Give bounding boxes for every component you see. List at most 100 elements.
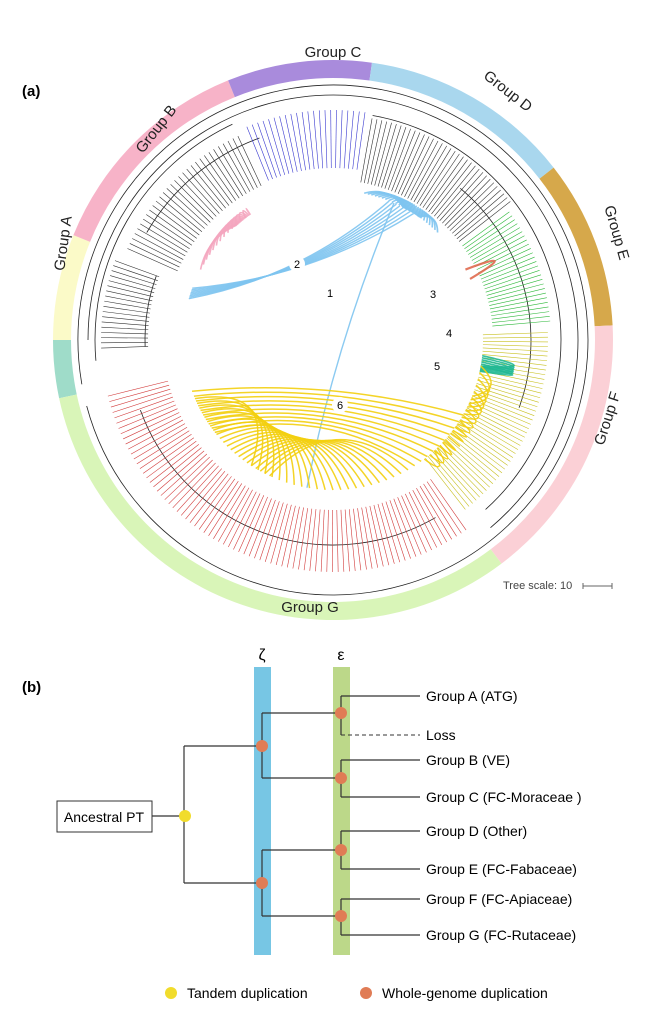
leaf-branch	[370, 121, 388, 185]
duplication-link	[227, 217, 246, 233]
leaf-branch	[213, 485, 246, 539]
leaf-branch	[448, 435, 500, 477]
tree-branch	[77, 84, 589, 596]
leaf-branch	[416, 148, 452, 204]
leaf-branch	[129, 243, 180, 268]
group-g-label: Group G	[281, 599, 339, 616]
leaf-branch	[486, 279, 543, 296]
leaf-group-c: Group C (FC-Moraceae )	[426, 789, 582, 805]
leaf-branch	[408, 491, 438, 548]
leaf-branch	[130, 423, 186, 455]
leaf-branch	[480, 256, 535, 280]
leaf-branch	[168, 459, 213, 505]
leaf-branch	[101, 326, 149, 331]
leaf-branch	[434, 165, 476, 217]
leaf-branch	[427, 455, 470, 507]
duplication-link	[433, 444, 449, 460]
leaf-branch	[478, 376, 542, 394]
leaf-branch	[360, 118, 373, 183]
epsilon-band	[333, 667, 350, 955]
duplication-link	[401, 201, 413, 212]
leaf-branch	[356, 112, 366, 170]
panel-b-label: (b)	[22, 679, 41, 696]
tree-scale-label: Tree scale: 10	[503, 580, 572, 592]
leaf-branch	[166, 188, 208, 226]
leaf-branch	[237, 135, 262, 187]
leaf-branch	[465, 410, 523, 442]
legend: Tandem duplication Whole-genome duplicat…	[165, 985, 548, 1001]
duplication-link	[191, 210, 411, 291]
leaf-branch	[476, 243, 529, 270]
duplication-link	[480, 361, 515, 373]
leaf-branch	[488, 288, 545, 303]
leaf-branch	[490, 301, 548, 313]
leaf-branch	[481, 357, 547, 366]
leaf-branch	[466, 407, 525, 438]
leaf-branch	[101, 341, 149, 344]
group-g-segment	[59, 394, 502, 620]
leaf-branch	[149, 209, 195, 242]
leaf-branch	[296, 112, 306, 171]
leaf-branch	[422, 153, 460, 208]
tree-branch	[146, 137, 260, 233]
leaf-branch	[474, 389, 536, 412]
duplication-link	[479, 365, 514, 376]
leaf-branch	[397, 134, 425, 194]
leaf-branch	[218, 146, 247, 194]
leaf-branch	[423, 483, 457, 537]
leaf-branch	[194, 476, 232, 527]
leaf-branch	[482, 354, 548, 362]
leaf-branch	[461, 416, 519, 450]
leaf-branch	[149, 444, 200, 483]
leaf-branch	[107, 285, 154, 298]
leaf-branch	[198, 478, 236, 530]
leaf-branch	[353, 508, 362, 571]
leaf-branch	[233, 493, 261, 550]
leaf-branch	[442, 175, 487, 224]
leaf-branch	[425, 156, 464, 210]
leaf-branch	[281, 505, 296, 567]
duplication-link	[242, 209, 250, 219]
leaf-branch	[471, 231, 523, 261]
leaf-branch	[348, 110, 354, 169]
duplication-link	[452, 425, 468, 438]
leaf-branch	[487, 283, 544, 300]
leaf-branch	[204, 155, 236, 201]
leaf-branch	[102, 316, 149, 322]
leaf-branch	[394, 132, 421, 193]
leaf-branch	[162, 192, 205, 229]
leaf-branch	[133, 426, 188, 460]
duplication-link	[202, 223, 238, 265]
leaf-branch	[213, 149, 243, 197]
duplication-link	[189, 201, 394, 298]
leaf-branch	[232, 138, 258, 188]
leaf-branch	[136, 430, 190, 465]
leaf-branch	[456, 197, 508, 239]
leaf-branch	[469, 227, 520, 258]
duplication-link	[306, 202, 395, 488]
leaf-branch	[482, 344, 548, 347]
duplication-link	[238, 211, 249, 222]
leaf-branch	[447, 182, 495, 229]
leaf-branch	[248, 498, 272, 557]
leaf-branch	[446, 437, 497, 481]
leaf-branch	[389, 500, 411, 559]
leaf-branch	[430, 479, 467, 531]
tandem-duplication-node	[179, 810, 191, 822]
leaf-branch	[178, 176, 217, 217]
leaf-branch	[189, 473, 229, 523]
duplication-link	[418, 215, 439, 233]
duplication-link	[428, 447, 445, 464]
duplication-link	[198, 400, 450, 436]
leaf-branch	[492, 320, 551, 327]
leaf-branch	[159, 196, 203, 232]
leaf-branch	[431, 162, 472, 215]
leaf-branch	[143, 218, 190, 249]
leaf-branch	[449, 186, 498, 231]
duplication-link	[191, 387, 464, 416]
leaf-branch	[303, 508, 313, 571]
leaf-branch	[401, 136, 430, 196]
leaf-branch	[290, 113, 302, 171]
leaf-branch	[436, 168, 480, 219]
tree-branch	[144, 275, 157, 347]
